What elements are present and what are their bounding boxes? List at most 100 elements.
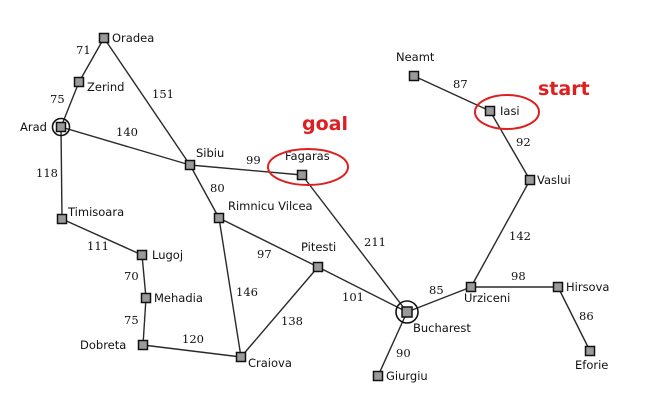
city-node-dobreta xyxy=(137,339,149,351)
distance-label-bucharest-urziceni: 85 xyxy=(429,283,444,297)
city-label-rimnicu: Rimnicu Vilcea xyxy=(228,199,313,213)
city-node-iasi xyxy=(484,105,496,117)
city-iasi: Iasi xyxy=(484,104,520,118)
city-eforie: Eforie xyxy=(575,345,608,372)
road-iasi-neamt xyxy=(413,75,491,112)
distance-label-zerind-arad: 75 xyxy=(50,92,65,106)
city-label-craiova: Craiova xyxy=(248,356,292,370)
city-node-timisoara xyxy=(56,213,68,225)
markers-layer: goal start xyxy=(267,78,590,186)
city-node-craiova xyxy=(235,351,247,363)
city-rimnicu: Rimnicu Vilcea xyxy=(213,199,313,224)
city-label-pitesti: Pitesti xyxy=(301,240,336,254)
city-node-lugoj xyxy=(136,249,148,261)
city-oradea: Oradea xyxy=(98,31,154,45)
city-node-neamt xyxy=(408,70,420,82)
road-urziceni-vaslui xyxy=(470,179,531,288)
city-node-giurgiu xyxy=(372,370,384,382)
city-label-neamt: Neamt xyxy=(396,50,435,64)
city-label-iasi: Iasi xyxy=(500,104,520,118)
distance-label-urziceni-hirsova: 98 xyxy=(511,269,526,283)
city-pitesti: Pitesti xyxy=(301,240,336,273)
city-dobreta: Dobreta xyxy=(80,338,149,352)
road-sibiu-rimnicu xyxy=(189,164,220,219)
distance-label-sibiu-rimnicu: 80 xyxy=(210,181,225,195)
city-label-timisoara: Timisoara xyxy=(67,205,124,219)
roads-layer xyxy=(60,37,591,377)
distance-label-arad-sibiu: 140 xyxy=(116,125,138,139)
distance-label-urziceni-vaslui: 142 xyxy=(509,229,531,243)
city-ring-arad xyxy=(51,117,71,137)
city-neamt: Neamt xyxy=(396,50,435,82)
distance-label-fagaras-bucharest: 211 xyxy=(364,235,386,249)
distance-label-timisoara-lugoj: 111 xyxy=(87,239,109,253)
city-node-rimnicu xyxy=(213,212,225,224)
city-node-bucharest xyxy=(401,306,413,318)
city-node-fagaras xyxy=(296,169,308,181)
distance-label-hirsova-eforie: 86 xyxy=(579,309,594,323)
city-node-urziceni xyxy=(465,281,477,293)
distance-label-craiova-pitesti: 138 xyxy=(281,314,303,328)
goal-label: goal xyxy=(302,113,348,135)
city-zerind: Zerind xyxy=(73,76,124,94)
road-vaslui-iasi xyxy=(489,110,531,181)
distance-label-lugoj-mehadia: 70 xyxy=(124,269,139,283)
city-label-eforie: Eforie xyxy=(575,358,608,372)
road-dobreta-craiova xyxy=(142,344,242,358)
road-mehadia-dobreta xyxy=(142,297,147,346)
city-label-giurgiu: Giurgiu xyxy=(386,369,428,383)
distance-label-bucharest-giurgiu: 90 xyxy=(396,346,411,360)
road-lugoj-mehadia xyxy=(141,254,147,299)
cities-layer: OradeaZerindAradTimisoaraLugojMehadiaDob… xyxy=(20,31,609,383)
city-node-vaslui xyxy=(524,174,536,186)
city-label-vaslui: Vaslui xyxy=(537,173,571,187)
city-label-dobreta: Dobreta xyxy=(80,338,126,352)
city-node-oradea xyxy=(98,32,110,44)
city-label-arad: Arad xyxy=(20,120,47,134)
city-sibiu: Sibiu xyxy=(184,146,224,171)
city-node-sibiu xyxy=(184,159,196,171)
distance-label-oradea-sibiu: 151 xyxy=(152,87,174,101)
start-label: start xyxy=(538,78,590,100)
city-arad: Arad xyxy=(20,117,71,137)
city-urziceni: Urziceni xyxy=(464,281,510,305)
city-label-zerind: Zerind xyxy=(87,80,124,94)
city-node-arad xyxy=(55,121,67,133)
city-giurgiu: Giurgiu xyxy=(372,369,428,383)
city-vaslui: Vaslui xyxy=(524,173,571,187)
road-oradea-zerind xyxy=(78,37,105,83)
city-node-hirsova xyxy=(552,281,564,293)
city-label-oradea: Oradea xyxy=(112,31,154,45)
city-node-mehadia xyxy=(140,292,152,304)
distance-label-arad-timisoara: 118 xyxy=(36,166,58,180)
distance-label-rimnicu-pitesti: 97 xyxy=(257,247,272,261)
road-rimnicu-pitesti xyxy=(218,217,319,268)
city-hirsova: Hirsova xyxy=(552,280,609,294)
distance-label-dobreta-craiova: 120 xyxy=(182,332,204,346)
city-ring-bucharest xyxy=(395,300,419,324)
city-label-hirsova: Hirsova xyxy=(566,280,609,294)
road-pitesti-bucharest xyxy=(317,266,408,313)
distance-label-oradea-zerind: 71 xyxy=(76,43,91,57)
road-fagaras-bucharest xyxy=(301,174,408,313)
city-bucharest: Bucharest xyxy=(395,300,471,335)
distance-label-iasi-neamt: 87 xyxy=(453,77,468,91)
distance-label-mehadia-dobreta: 75 xyxy=(124,313,139,327)
distance-label-rimnicu-craiova: 146 xyxy=(236,285,258,299)
road-oradea-sibiu xyxy=(103,37,191,166)
road-sibiu-fagaras xyxy=(189,164,303,176)
city-label-urziceni: Urziceni xyxy=(464,291,510,305)
city-label-fagaras: Fagaras xyxy=(285,149,330,163)
city-label-lugoj: Lugoj xyxy=(152,248,183,262)
city-label-mehadia: Mehadia xyxy=(154,291,203,305)
distance-label-pitesti-bucharest: 101 xyxy=(342,290,364,304)
start-marker-ring xyxy=(474,94,540,130)
road-timisoara-lugoj xyxy=(61,218,143,256)
road-craiova-pitesti xyxy=(240,266,319,358)
road-arad-sibiu xyxy=(60,126,191,166)
road-hirsova-eforie xyxy=(557,286,591,352)
city-label-bucharest: Bucharest xyxy=(413,321,471,335)
goal-marker-ring xyxy=(267,148,349,186)
